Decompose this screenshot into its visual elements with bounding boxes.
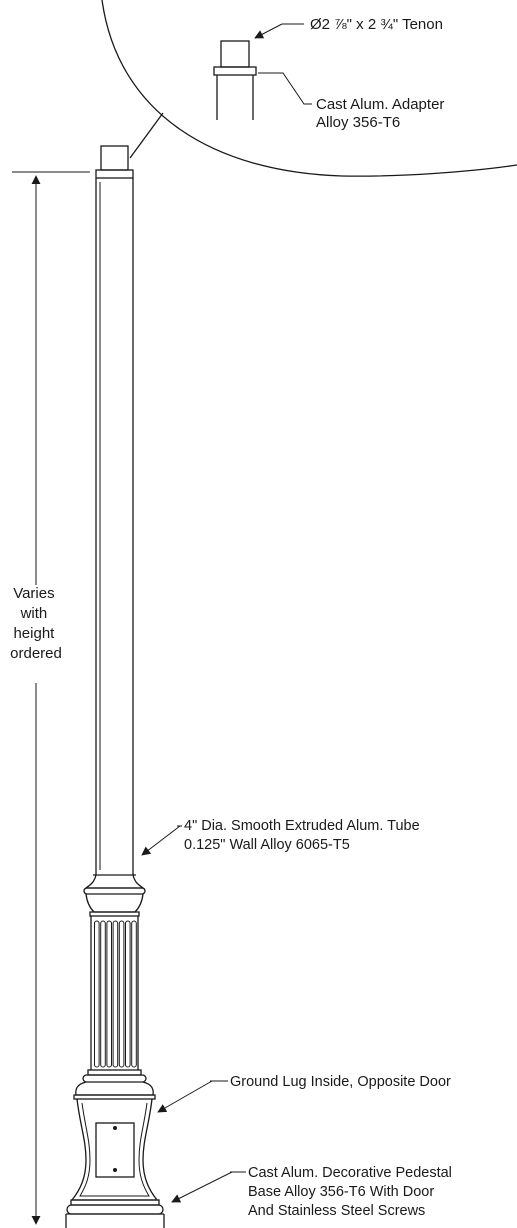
pole-shaft: [95, 178, 134, 875]
pole-tenon: [100, 145, 129, 171]
tenon-label: Ø2 ⅞" x 2 ¾" Tenon: [310, 16, 443, 33]
adapter-label: Cast Alum. Adapter Alloy 356-T6: [316, 96, 449, 131]
access-door: [95, 1122, 135, 1178]
base-plinth: [65, 1199, 165, 1228]
lug-label: Ground Lug Inside, Opposite Door: [230, 1074, 451, 1090]
tenon-detail: [213, 40, 257, 120]
fluted-column: [90, 916, 139, 1070]
base-arrow: [171, 1171, 233, 1203]
base-crown: [83, 874, 146, 917]
adapter-leader: [258, 72, 312, 105]
door-screw-top: [113, 1126, 117, 1130]
tube-label: 4" Dia. Smooth Extruded Alum. Tube 0.125…: [184, 818, 424, 853]
pedestal-body: [70, 1098, 159, 1201]
column-rings: [73, 1069, 156, 1100]
tenon-arrow: [254, 23, 283, 39]
height-label: Varies with height ordered: [10, 585, 62, 662]
detail-leader-line: [129, 112, 164, 159]
detail-circle-arc: [101, 0, 517, 177]
base-label: Cast Alum. Decorative Pedestal Base Allo…: [248, 1165, 456, 1219]
lug-arrow: [157, 1080, 213, 1113]
door-screw-bottom: [113, 1168, 117, 1172]
pole-adapter-collar: [95, 169, 134, 179]
tube-arrow: [141, 825, 181, 856]
